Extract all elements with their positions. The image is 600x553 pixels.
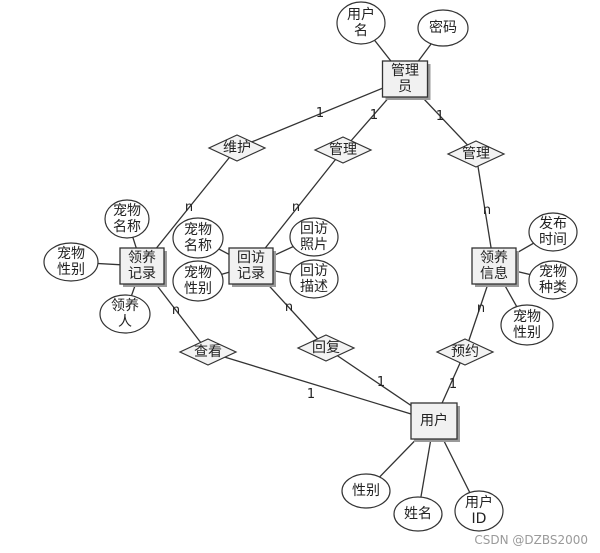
attribute-label: 姓名 <box>404 506 432 522</box>
attribute-label: 回访描述 <box>300 263 328 295</box>
relationship-diamond <box>178 338 238 366</box>
entity-label: 领养记录 <box>128 250 156 282</box>
cardinality-reply-user: 1 <box>377 375 385 390</box>
cardinality-view-user: 1 <box>307 387 315 402</box>
nodes: 用户名密码宠物名称宠物性别领养人宠物名称宠物性别回访照片回访描述发布时间宠物种类… <box>43 1 578 532</box>
attribute-ellipse <box>454 490 504 532</box>
attribute-ellipse <box>172 260 224 302</box>
entity-box <box>228 247 274 285</box>
edge-maintain-adoption-record <box>141 147 238 267</box>
attribute-ellipse <box>289 217 339 257</box>
relationship-diamond <box>446 140 506 168</box>
attribute-label: 用户名 <box>347 6 375 39</box>
attribute-label: 宠物性别 <box>57 246 85 278</box>
relationship-label: 回复 <box>312 339 340 356</box>
cardinality-manage-info-info: n <box>483 203 491 218</box>
attribute-record-adopter: 领养人 <box>99 294 151 334</box>
attribute-ellipse <box>528 260 578 300</box>
entity-box <box>410 402 458 440</box>
attribute-ellipse <box>341 473 391 509</box>
relationship-reserve: 预约 <box>435 338 495 366</box>
attribute-ellipse <box>99 294 151 334</box>
attribute-label: 发布时间 <box>539 216 567 248</box>
attribute-label: 领养人 <box>111 298 139 330</box>
attribute-ellipse <box>417 9 469 47</box>
attribute-ellipse <box>528 212 578 252</box>
attribute-user-gender: 性别 <box>341 473 391 509</box>
relationship-diamond <box>296 334 356 362</box>
relationship-view: 查看 <box>178 338 238 366</box>
attribute-label: 宠物名称 <box>184 222 212 254</box>
cardinality-admin-maintain: 1 <box>316 106 324 121</box>
attribute-record-pet-name: 宠物名称 <box>104 199 150 239</box>
entity-box <box>119 247 165 285</box>
attribute-label: 宠物性别 <box>184 265 212 297</box>
relationship-manage-info: 管理 <box>446 140 506 168</box>
cardinality-labels: 1 n 1 n 1 n n 1 n 1 n 1 <box>172 106 491 402</box>
watermark: CSDN @DZBS2000 <box>474 533 588 547</box>
relationship-label: 预约 <box>451 344 479 360</box>
attribute-ellipse <box>172 217 224 259</box>
attribute-ellipse <box>104 199 150 239</box>
attribute-admin-username: 用户名 <box>336 1 386 45</box>
attribute-visit-photo: 回访照片 <box>289 217 339 257</box>
edge-manage-visit-visit-record <box>250 149 344 267</box>
attribute-visit-desc: 回访描述 <box>289 259 339 299</box>
edge-view-user <box>207 351 435 422</box>
cardinality-admin-manage-visit: 1 <box>370 108 378 123</box>
entity-admin: 管理员 <box>381 60 431 100</box>
attribute-ellipse <box>289 259 339 299</box>
cardinality-info-reserve: n <box>477 301 485 316</box>
entity-label: 用户 <box>420 412 448 429</box>
relationship-reply: 回复 <box>296 334 356 362</box>
attribute-record-pet-gender: 宠物性别 <box>43 242 99 282</box>
entity-box <box>381 60 429 98</box>
relationship-maintain: 维护 <box>207 134 267 162</box>
attribute-visit-pet-gender: 宠物性别 <box>172 260 224 302</box>
entity-adoption-record: 领养记录 <box>119 247 167 287</box>
cardinality-visit-reply: n <box>285 300 293 315</box>
cardinality-manage-visit-record: n <box>292 200 300 215</box>
relationship-diamond <box>207 134 267 162</box>
relationship-diamond <box>435 338 495 366</box>
entity-label: 回访记录 <box>237 250 265 282</box>
entity-label: 管理员 <box>391 63 419 95</box>
entity-adoption-info: 领养信息 <box>471 247 519 287</box>
relationship-label: 维护 <box>223 140 251 156</box>
attribute-label: 密码 <box>429 19 457 36</box>
relationship-label: 管理 <box>329 142 357 158</box>
entity-user: 用户 <box>410 402 460 442</box>
attribute-label: 回访照片 <box>300 221 328 253</box>
attribute-label: 宠物性别 <box>513 309 541 341</box>
attribute-info-pet-type: 宠物种类 <box>528 260 578 300</box>
attribute-label: 宠物种类 <box>539 264 567 296</box>
attribute-label: 宠物名称 <box>113 203 141 235</box>
edge-manage-info-adoption-info <box>475 153 495 267</box>
attribute-admin-password: 密码 <box>417 9 469 47</box>
relationship-label: 管理 <box>462 146 490 162</box>
attribute-ellipse <box>43 242 99 282</box>
attribute-info-pet-gender: 宠物性别 <box>500 304 554 346</box>
entity-box <box>471 247 517 285</box>
attribute-info-publish-time: 发布时间 <box>528 212 578 252</box>
cardinality-maintain-record: n <box>185 200 193 215</box>
entity-label: 领养信息 <box>480 250 508 282</box>
entity-visit-record: 回访记录 <box>228 247 276 287</box>
cardinality-record-view: n <box>172 303 180 318</box>
attribute-ellipse <box>500 304 554 346</box>
relationship-diamond <box>313 136 373 164</box>
relationship-label: 查看 <box>194 344 222 360</box>
relationship-manage-visit: 管理 <box>313 136 373 164</box>
attribute-label: 性别 <box>352 483 380 499</box>
attribute-user-name: 姓名 <box>393 496 443 532</box>
attribute-visit-pet-name: 宠物名称 <box>172 217 224 259</box>
edge-admin-maintain <box>236 78 406 149</box>
attribute-ellipse <box>393 496 443 532</box>
cardinality-admin-manage-info: 1 <box>436 109 444 124</box>
cardinality-reserve-user: 1 <box>449 377 457 392</box>
attribute-ellipse <box>336 1 386 45</box>
